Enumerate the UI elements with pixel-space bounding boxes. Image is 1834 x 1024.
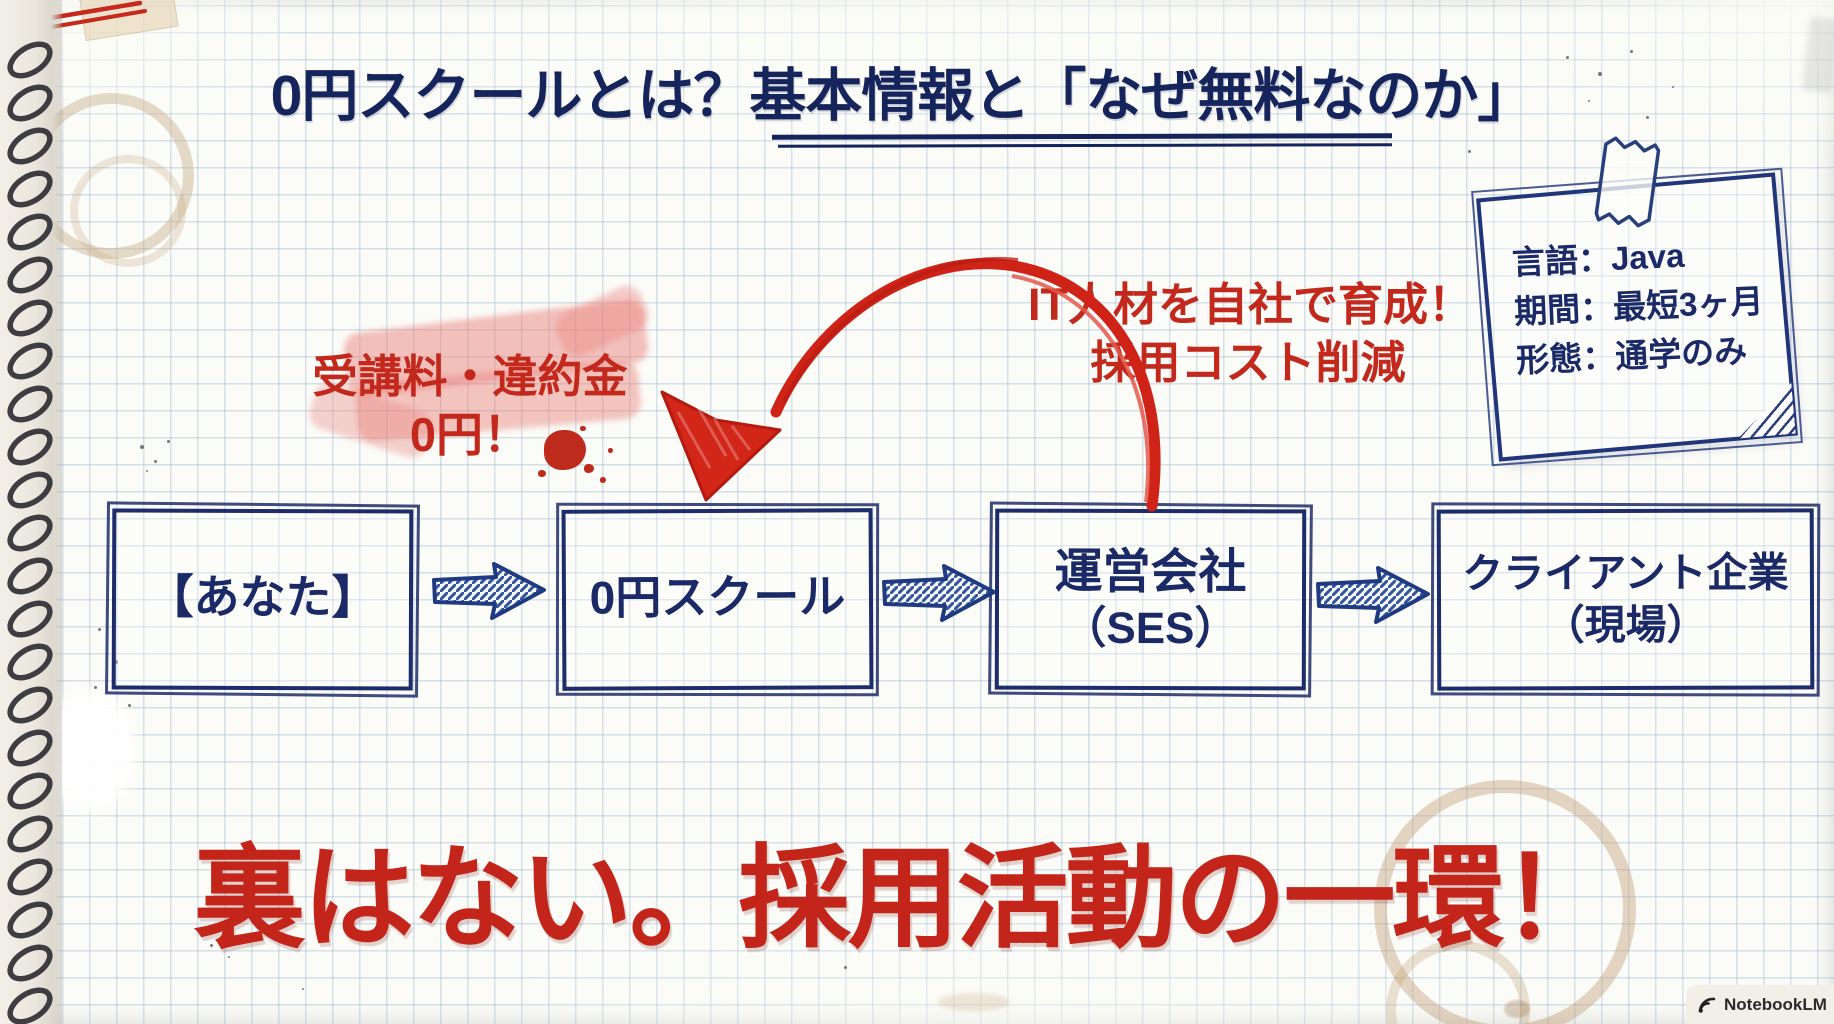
flow-box-operator-sub: （SES） bbox=[1062, 603, 1239, 654]
notebooklm-watermark: NotebookLM bbox=[1686, 985, 1834, 1024]
washi-tape-icon bbox=[1590, 135, 1663, 237]
ink-splat-dot bbox=[538, 470, 546, 477]
flow-arrow-icon bbox=[432, 562, 546, 620]
conclusion-text: 裏はない。採用活動の一環！ bbox=[193, 836, 1614, 961]
spiral-binding bbox=[0, 0, 62, 1024]
free-label-line2: 0円！ bbox=[409, 408, 531, 461]
flow-arrow-icon bbox=[882, 564, 996, 622]
reason-label-line1: IT人材を自社で育成！ bbox=[1028, 279, 1473, 330]
flow-box-client: クライアント企業 （現場） bbox=[1436, 508, 1815, 691]
flow-box-operator: 運営会社 （SES） bbox=[994, 508, 1307, 691]
spiral-coils bbox=[7, 41, 53, 1024]
flow-arrow-icon bbox=[1316, 566, 1430, 624]
note-corner-curl bbox=[1733, 382, 1795, 439]
flow-box-client-label: クライアント企業 bbox=[1462, 549, 1789, 597]
flow-box-operator-label: 運営会社 bbox=[1054, 545, 1247, 599]
flow-box-you: 【あなた】 bbox=[111, 508, 414, 691]
page-title: 0円スクールとは？基本情報と「なぜ無料なのか」 bbox=[270, 64, 1535, 128]
notebooklm-label: NotebookLM bbox=[1724, 994, 1827, 1014]
sticky-note-text: 言語：Java 期間：最短3ヶ月 形態：通学のみ bbox=[1511, 227, 1767, 385]
reason-label-line2: 採用コスト削減 bbox=[1090, 337, 1406, 388]
flow-box-school-label: 0円スクール bbox=[589, 570, 846, 624]
flow-box-school: 0円スクール bbox=[561, 508, 874, 691]
notebooklm-icon bbox=[1698, 997, 1716, 1013]
flow-box-client-sub: （現場） bbox=[1543, 601, 1708, 648]
note-line-format: 形態：通学のみ bbox=[1515, 332, 1748, 380]
flow-box-you-label: 【あなた】 bbox=[147, 570, 378, 624]
ink-splat-dot bbox=[600, 477, 606, 483]
